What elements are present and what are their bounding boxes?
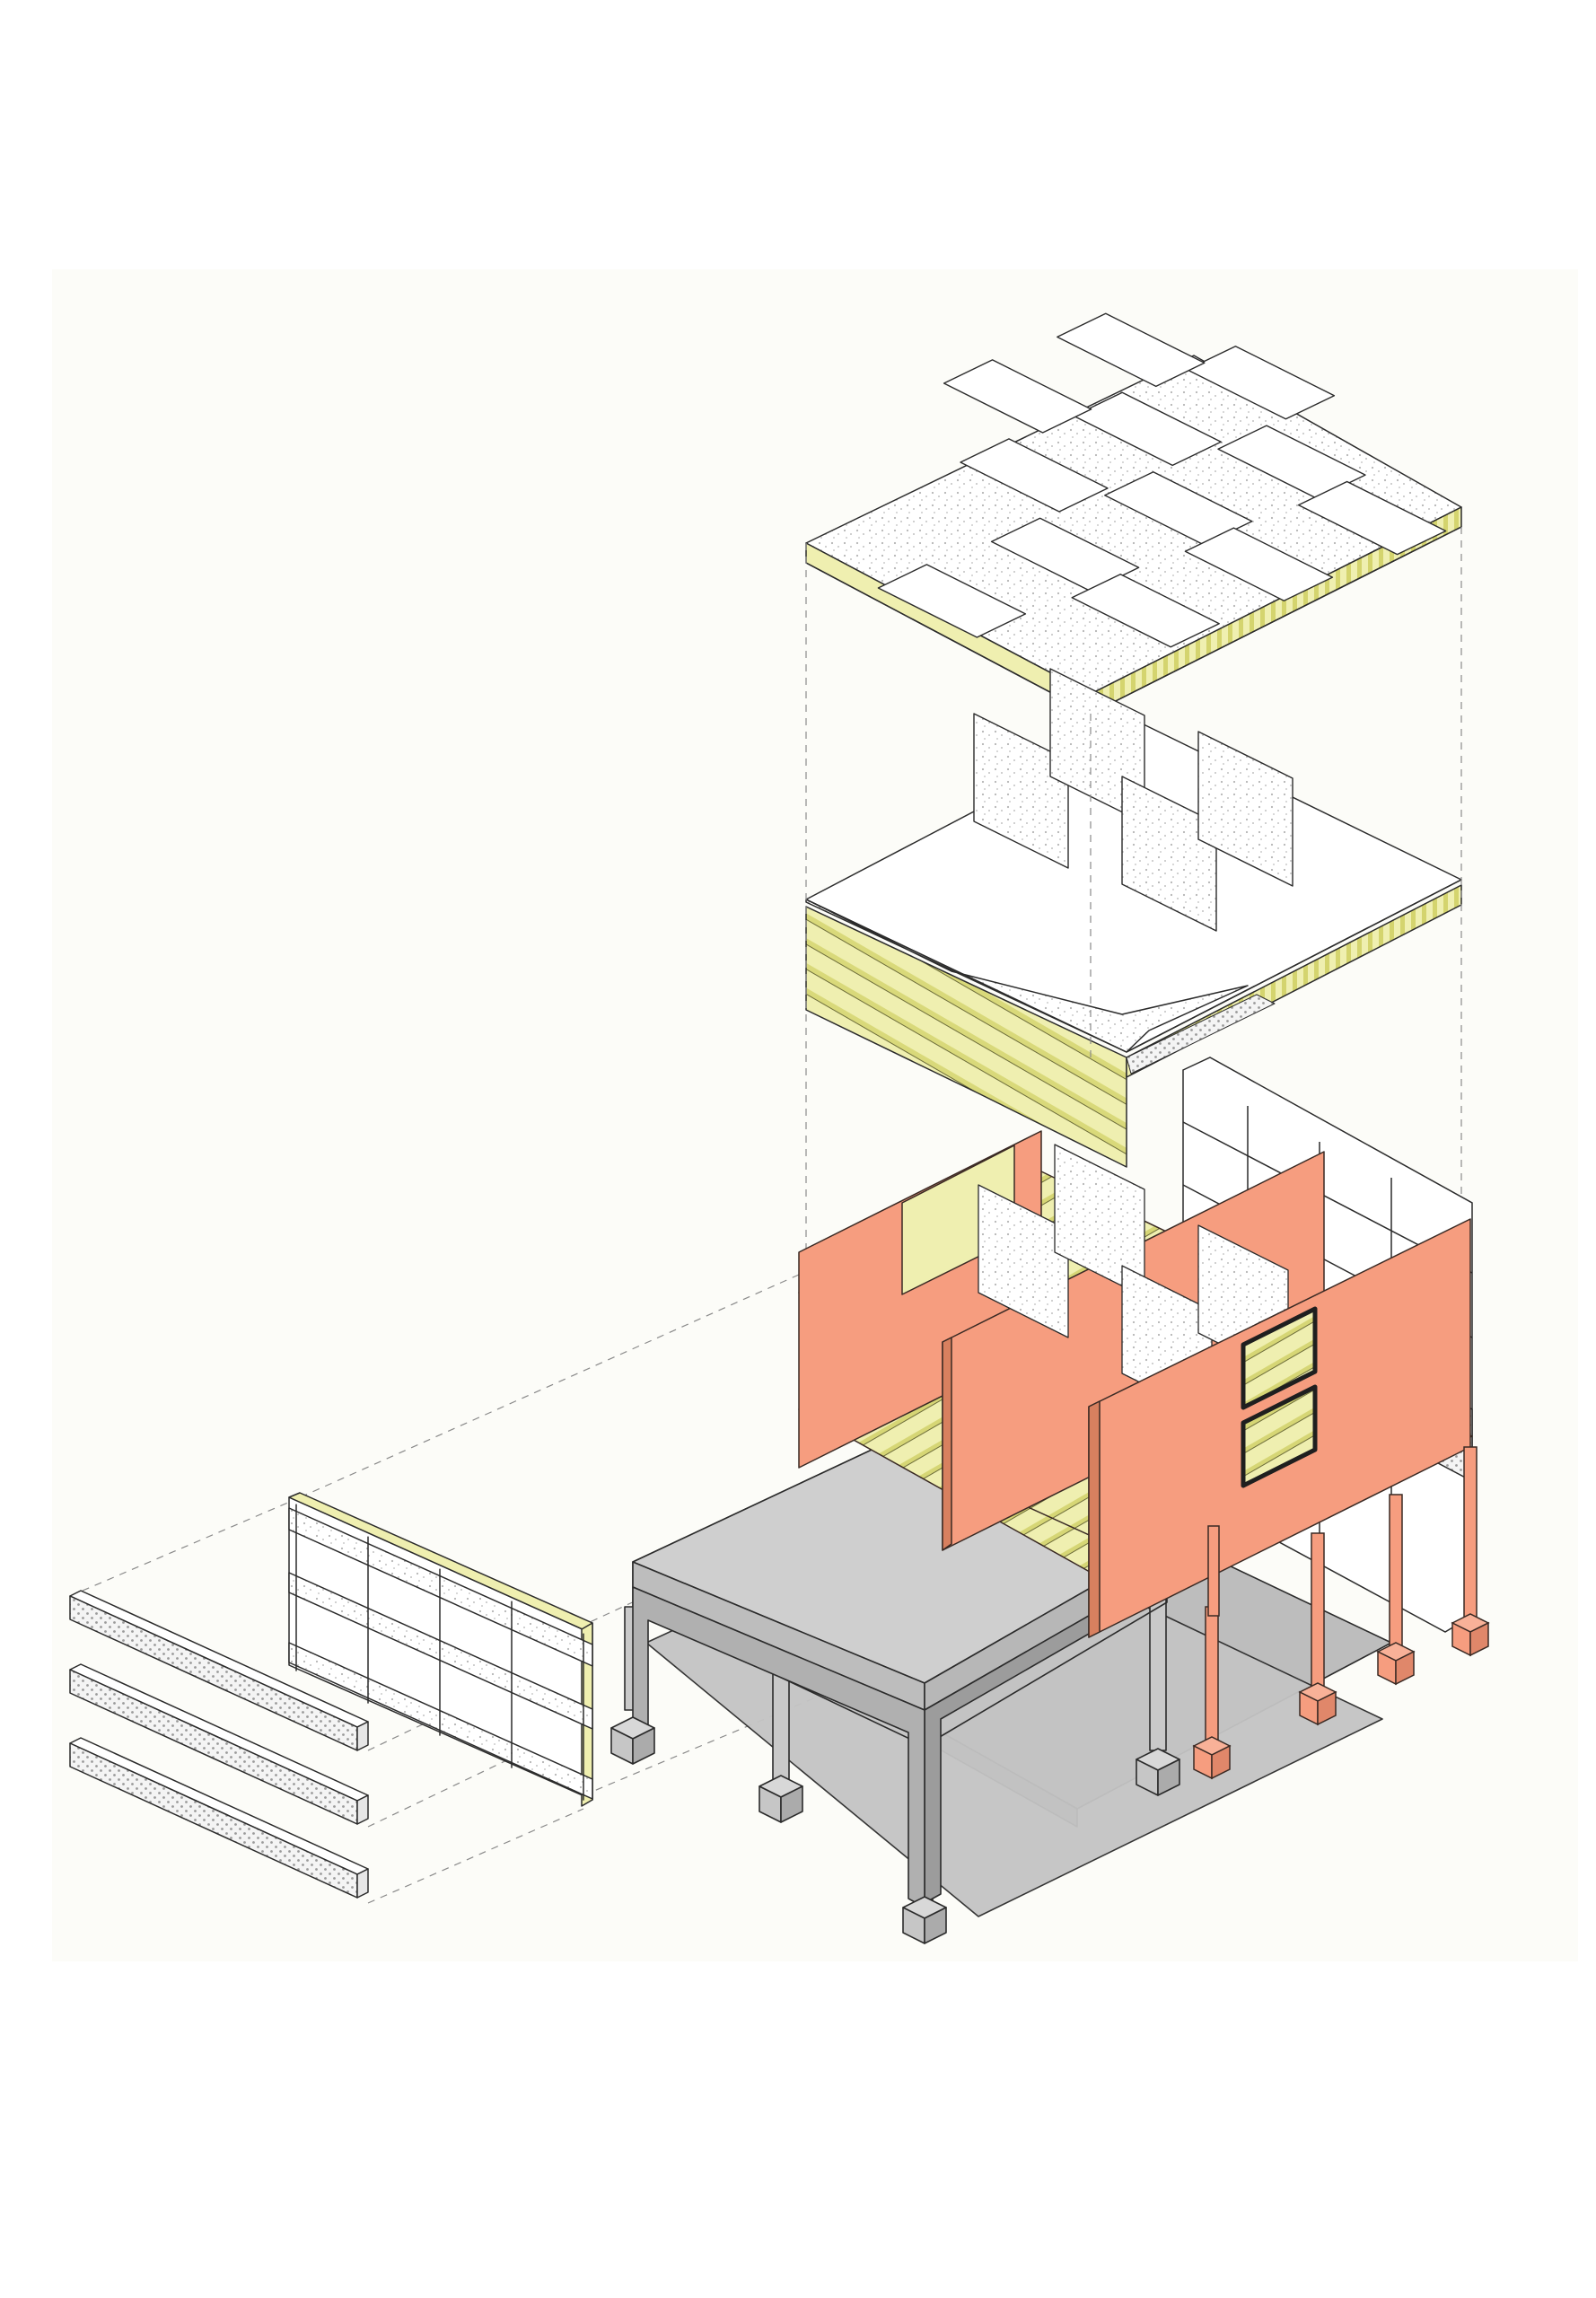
module-partition-panels: [978, 1144, 1289, 1419]
roof-slab: [805, 312, 1462, 715]
pv-panel: [990, 517, 1140, 592]
cladding-strip-end: [356, 1868, 369, 1899]
pv-panel: [1104, 471, 1253, 546]
footing-right-face: [632, 1727, 655, 1765]
pink-column: [1205, 1606, 1219, 1747]
upper-floor-deck: [805, 668, 1462, 1168]
facade-panel: [288, 1492, 593, 1807]
pv-panel: [1186, 346, 1336, 420]
pv-panel: [960, 438, 1109, 513]
facade-bands: [288, 1507, 593, 1800]
wall-openings: [1241, 1306, 1318, 1488]
pink-column-frame: [1192, 1446, 1490, 1780]
pink-column: [1389, 1494, 1403, 1653]
pink-footing-right: [1211, 1744, 1231, 1780]
pv-panel-array: [877, 312, 1447, 648]
footing-right-face: [1157, 1759, 1180, 1796]
pv-panel: [943, 359, 1092, 434]
facade-mullions: [295, 1504, 584, 1801]
module-partition-panel: [1054, 1144, 1145, 1298]
facade-band: [288, 1507, 593, 1667]
facade-band: [288, 1642, 593, 1800]
pink-column: [1463, 1446, 1478, 1624]
deck-partition-panel: [1197, 731, 1293, 887]
pink-column: [1311, 1532, 1325, 1693]
pv-panel: [877, 564, 1027, 638]
cladding-strips: [69, 1590, 369, 1899]
pv-panel: [1071, 574, 1220, 648]
wall-opening: [1241, 1306, 1318, 1410]
pv-panel: [1057, 312, 1206, 388]
deck-partition-panels: [973, 668, 1293, 932]
concrete-base-frame: [610, 1422, 1392, 1944]
pv-panel: [1184, 527, 1334, 601]
footing-right-face: [924, 1907, 947, 1944]
pink-column: [1207, 1525, 1220, 1617]
wall-opening: [1241, 1384, 1318, 1488]
base-footings: [610, 1716, 1180, 1944]
facade-band: [288, 1572, 593, 1730]
pv-panel: [1297, 480, 1447, 556]
deck-partition-panel: [1049, 668, 1145, 824]
pink-footing-right: [1469, 1621, 1489, 1657]
footing-right-face: [780, 1785, 803, 1823]
cladding-strip-end: [356, 1721, 369, 1751]
cladding-strip-end: [356, 1794, 369, 1825]
pink-footing-right: [1395, 1650, 1415, 1686]
pv-panel: [1073, 391, 1222, 467]
base-column: [1149, 1597, 1167, 1751]
pink-footing-right: [1317, 1690, 1337, 1726]
pv-panel: [1217, 425, 1366, 499]
timber-frame-module: [798, 1130, 1473, 1638]
